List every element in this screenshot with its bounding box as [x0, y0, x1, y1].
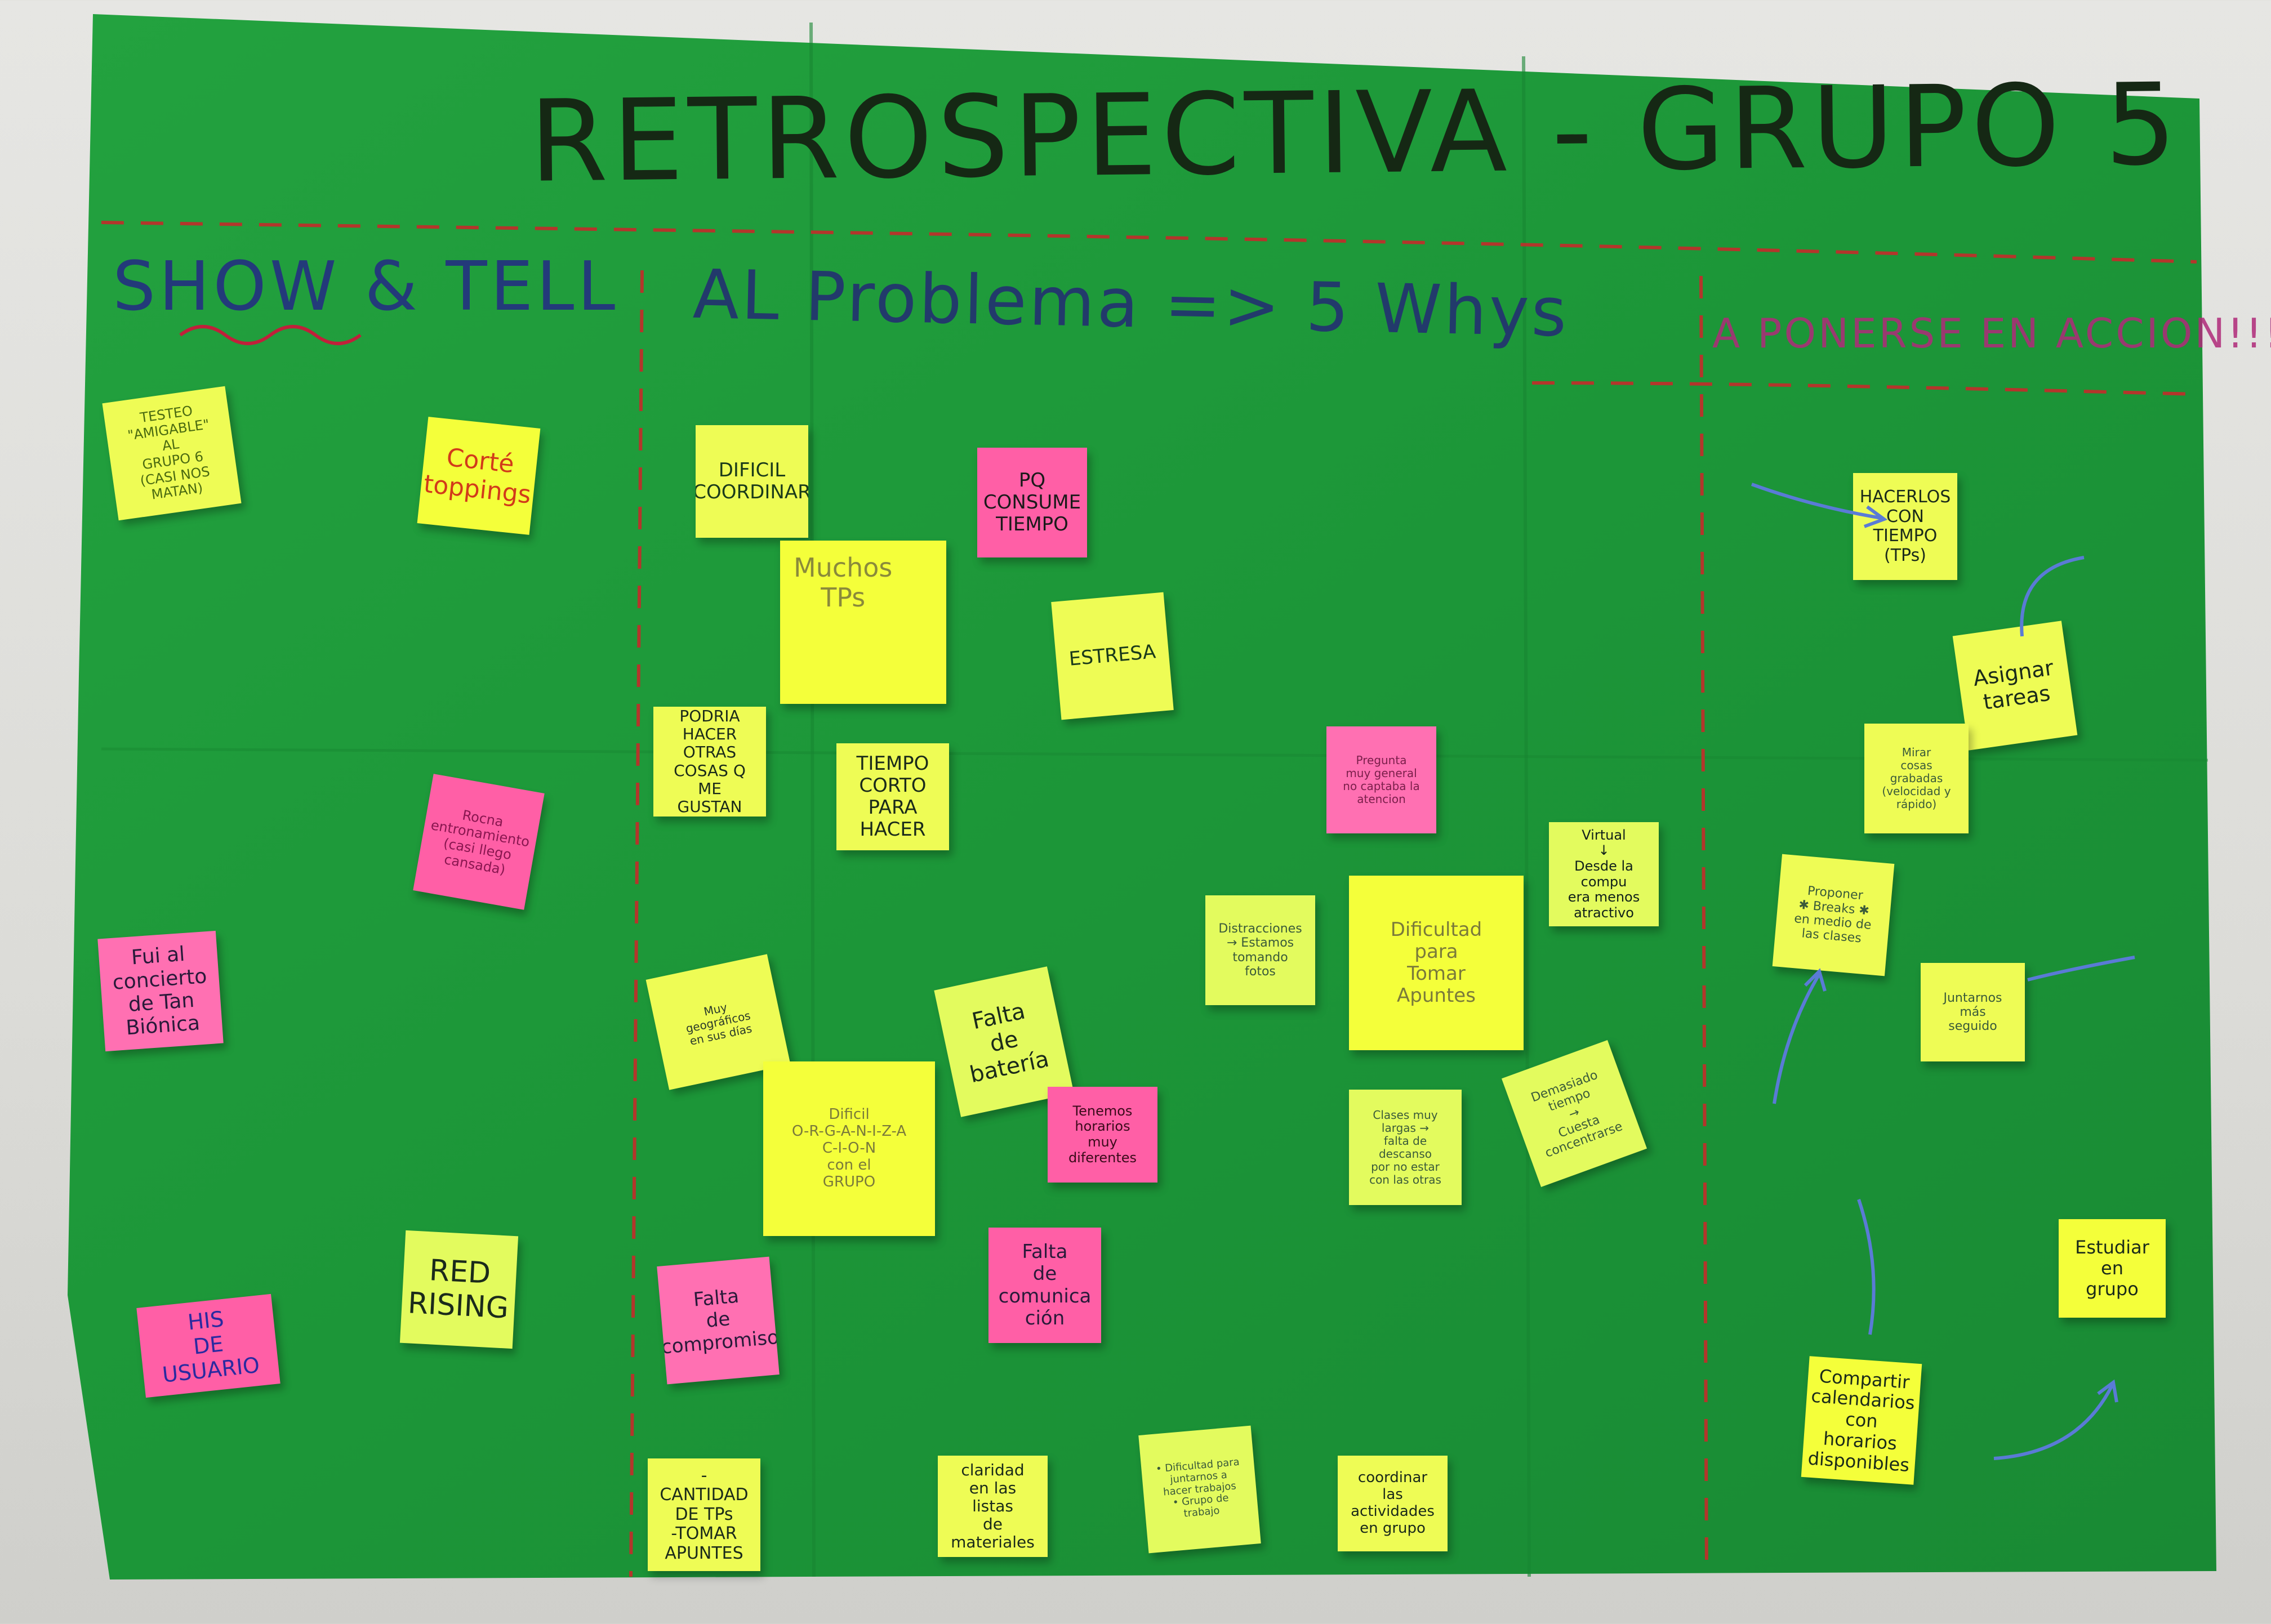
- note-text: -CANTIDAD DE TPs -TOMAR APUNTES: [660, 1465, 749, 1563]
- note-text: PODRIA HACER OTRAS COSAS Q ME GUSTAN: [674, 707, 746, 816]
- note-text: Fui al concierto de Tan Biónica: [112, 943, 208, 1040]
- sticky-note[interactable]: HACERLOS CON TIEMPO (TPs): [1853, 473, 1957, 580]
- note-text: Dificultad para Tomar Apuntes: [1390, 918, 1482, 1007]
- sticky-note[interactable]: Muchos TPs: [780, 541, 946, 704]
- arrow-icon: [2027, 956, 2135, 981]
- note-text: claridad en las listas de materiales: [951, 1460, 1035, 1552]
- note-text: ESTRESA: [1068, 640, 1157, 671]
- note-text: Demasiado tiempo → Cuesta concentrarse: [1529, 1068, 1625, 1161]
- note-text: Falta de batería: [967, 998, 1052, 1088]
- sticky-note[interactable]: Falta de compromiso: [657, 1256, 780, 1385]
- sticky-note[interactable]: Mirar cosas grabadas (velocidad y rápido…: [1864, 724, 1969, 833]
- sticky-note[interactable]: Clases muy largas → falta de descanso po…: [1349, 1090, 1462, 1205]
- sticky-note[interactable]: Corté toppings: [417, 417, 541, 535]
- sticky-note[interactable]: TIEMPO CORTO PARA HACER: [836, 743, 949, 850]
- arrow-icon: [1993, 1379, 2118, 1460]
- note-text: Virtual ↓ Desde la compu era menos atrac…: [1568, 827, 1640, 921]
- sticky-note[interactable]: Fui al concierto de Tan Biónica: [97, 930, 224, 1052]
- sticky-note[interactable]: Juntarnos más seguido: [1921, 963, 2025, 1061]
- note-text: Falta de comunica ción: [998, 1241, 1092, 1329]
- note-text: Pregunta muy general no captaba la atenc…: [1343, 753, 1420, 806]
- note-text: Clases muy largas → falta de descanso po…: [1369, 1108, 1441, 1186]
- note-text: Tenemos horarios muy diferentes: [1068, 1103, 1137, 1166]
- sticky-note[interactable]: claridad en las listas de materiales: [938, 1456, 1048, 1557]
- note-text: DIFICIL COORDINAR: [696, 458, 808, 503]
- board-title: RETROSPECTIVA - GRUPO 5: [528, 59, 2182, 208]
- sticky-note[interactable]: Proponer ✱ Breaks ✱ en medio de las clas…: [1772, 854, 1895, 976]
- note-text: Rocna entronamiento (casi llego cansada): [429, 807, 531, 878]
- arrow-icon: [1857, 1199, 1876, 1335]
- note-text: Corté toppings: [422, 443, 533, 510]
- sticky-note[interactable]: -CANTIDAD DE TPs -TOMAR APUNTES: [648, 1458, 760, 1571]
- sticky-note[interactable]: coordinar las actividades en grupo: [1338, 1456, 1448, 1551]
- note-text: Muchos TPs: [794, 552, 893, 613]
- note-text: Estudiar en grupo: [2075, 1237, 2149, 1300]
- column-heading-show-tell: SHOW & TELL: [113, 248, 619, 326]
- sticky-note[interactable]: Virtual ↓ Desde la compu era menos atrac…: [1549, 822, 1659, 926]
- note-text: TESTEO "AMIGABLE" AL GRUPO 6 (CASI NOS M…: [126, 403, 211, 503]
- sticky-note[interactable]: TESTEO "AMIGABLE" AL GRUPO 6 (CASI NOS M…: [102, 386, 242, 521]
- note-text: RED RISING: [407, 1253, 510, 1326]
- column-heading-accion: A PONERSE EN ACCION!!!: [1712, 310, 2271, 357]
- note-text: Compartir calendarios con horarios dispo…: [1807, 1365, 1916, 1476]
- sticky-note[interactable]: PQ CONSUME TIEMPO: [977, 448, 1087, 557]
- note-text: Juntarnos más seguido: [1943, 991, 2002, 1034]
- note-text: Dificil O-R-G-A-N-I-Z-A C-I-O-N con el G…: [791, 1106, 907, 1190]
- note-text: Mirar cosas grabadas (velocidad y rápido…: [1882, 746, 1951, 811]
- arrow-icon: [1751, 483, 1888, 528]
- arrow-icon: [1773, 968, 1827, 1104]
- note-text: Proponer ✱ Breaks ✱ en medio de las clas…: [1793, 884, 1872, 946]
- sticky-note[interactable]: ESTRESA: [1051, 592, 1174, 720]
- sticky-note[interactable]: Distracciones → Estamos tomando fotos: [1205, 895, 1315, 1005]
- sticky-note[interactable]: • Dificultad para juntarnos a hacer trab…: [1138, 1425, 1261, 1554]
- sticky-note[interactable]: Pregunta muy general no captaba la atenc…: [1326, 726, 1436, 833]
- sticky-note[interactable]: Falta de comunica ción: [988, 1228, 1101, 1343]
- sticky-note[interactable]: Rocna entronamiento (casi llego cansada): [413, 774, 545, 910]
- sticky-note[interactable]: HIS DE USUARIO: [136, 1293, 280, 1398]
- sticky-note[interactable]: Tenemos horarios muy diferentes: [1048, 1087, 1157, 1183]
- note-text: TIEMPO CORTO PARA HACER: [856, 752, 929, 841]
- note-text: HIS DE USUARIO: [161, 1306, 261, 1387]
- note-text: coordinar las actividades en grupo: [1351, 1469, 1435, 1537]
- sticky-note[interactable]: PODRIA HACER OTRAS COSAS Q ME GUSTAN: [653, 707, 766, 817]
- sticky-note[interactable]: Dificultad para Tomar Apuntes: [1349, 876, 1524, 1050]
- note-text: PQ CONSUME TIEMPO: [983, 469, 1081, 536]
- sticky-note[interactable]: Estudiar en grupo: [2059, 1219, 2166, 1318]
- sticky-note[interactable]: Dificil O-R-G-A-N-I-Z-A C-I-O-N con el G…: [763, 1061, 935, 1236]
- sticky-note[interactable]: DIFICIL COORDINAR: [696, 425, 808, 538]
- sticky-note[interactable]: Compartir calendarios con horarios dispo…: [1801, 1356, 1922, 1485]
- note-text: Falta de compromiso: [660, 1285, 780, 1359]
- note-text: HACERLOS CON TIEMPO (TPs): [1859, 487, 1951, 565]
- note-text: • Dificultad para juntarnos a hacer trab…: [1155, 1456, 1240, 1520]
- arrow-icon: [2020, 556, 2085, 637]
- note-text: Asignar tareas: [1971, 655, 2055, 715]
- note-text: Muy geográficos en sus días: [684, 1000, 754, 1048]
- sticky-note[interactable]: RED RISING: [399, 1230, 519, 1349]
- note-text: Distracciones → Estamos tomando fotos: [1218, 921, 1302, 979]
